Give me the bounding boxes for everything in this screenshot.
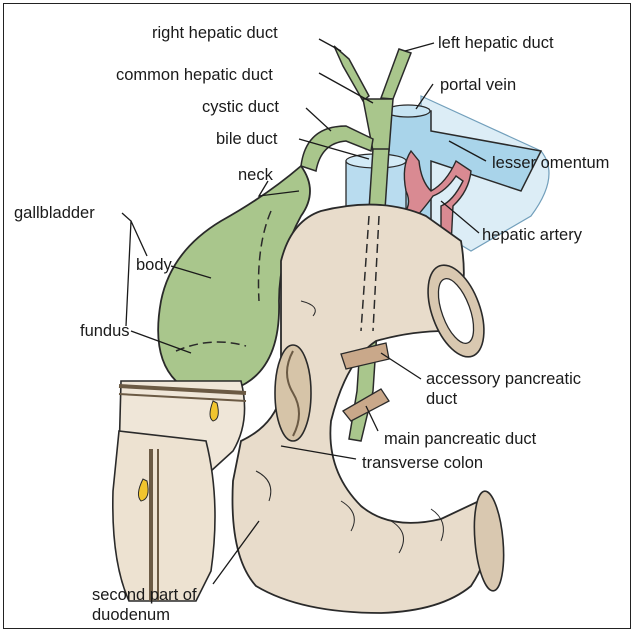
label-accessory-pancreatic-duct-line1: accessory pancreatic bbox=[426, 370, 581, 389]
label-accessory-pancreatic-duct-line2: duct bbox=[426, 390, 457, 409]
label-common-hepatic-duct: common hepatic duct bbox=[116, 66, 273, 85]
right-hepatic-duct bbox=[334, 46, 369, 101]
label-second-part-duodenum-line1: second part of bbox=[92, 586, 197, 605]
anatomy-illustration bbox=[4, 4, 630, 628]
label-neck: neck bbox=[238, 166, 273, 185]
label-portal-vein: portal vein bbox=[440, 76, 516, 95]
label-main-pancreatic-duct: main pancreatic duct bbox=[384, 430, 536, 449]
colon-lower bbox=[113, 431, 215, 601]
figure-frame: right hepatic duct left hepatic duct com… bbox=[3, 3, 631, 629]
label-cystic-duct: cystic duct bbox=[202, 98, 279, 117]
label-gallbladder: gallbladder bbox=[14, 204, 95, 223]
label-hepatic-artery: hepatic artery bbox=[482, 226, 582, 245]
label-transverse-colon: transverse colon bbox=[362, 454, 483, 473]
label-body: body bbox=[136, 256, 172, 275]
label-second-part-duodenum-line2: duodenum bbox=[92, 606, 170, 625]
label-right-hepatic-duct: right hepatic duct bbox=[152, 24, 278, 43]
label-bile-duct: bile duct bbox=[216, 130, 277, 149]
label-left-hepatic-duct: left hepatic duct bbox=[438, 34, 554, 53]
label-fundus: fundus bbox=[80, 322, 130, 341]
left-hepatic-duct bbox=[381, 49, 411, 99]
label-lesser-omentum: lesser omentum bbox=[492, 154, 609, 173]
